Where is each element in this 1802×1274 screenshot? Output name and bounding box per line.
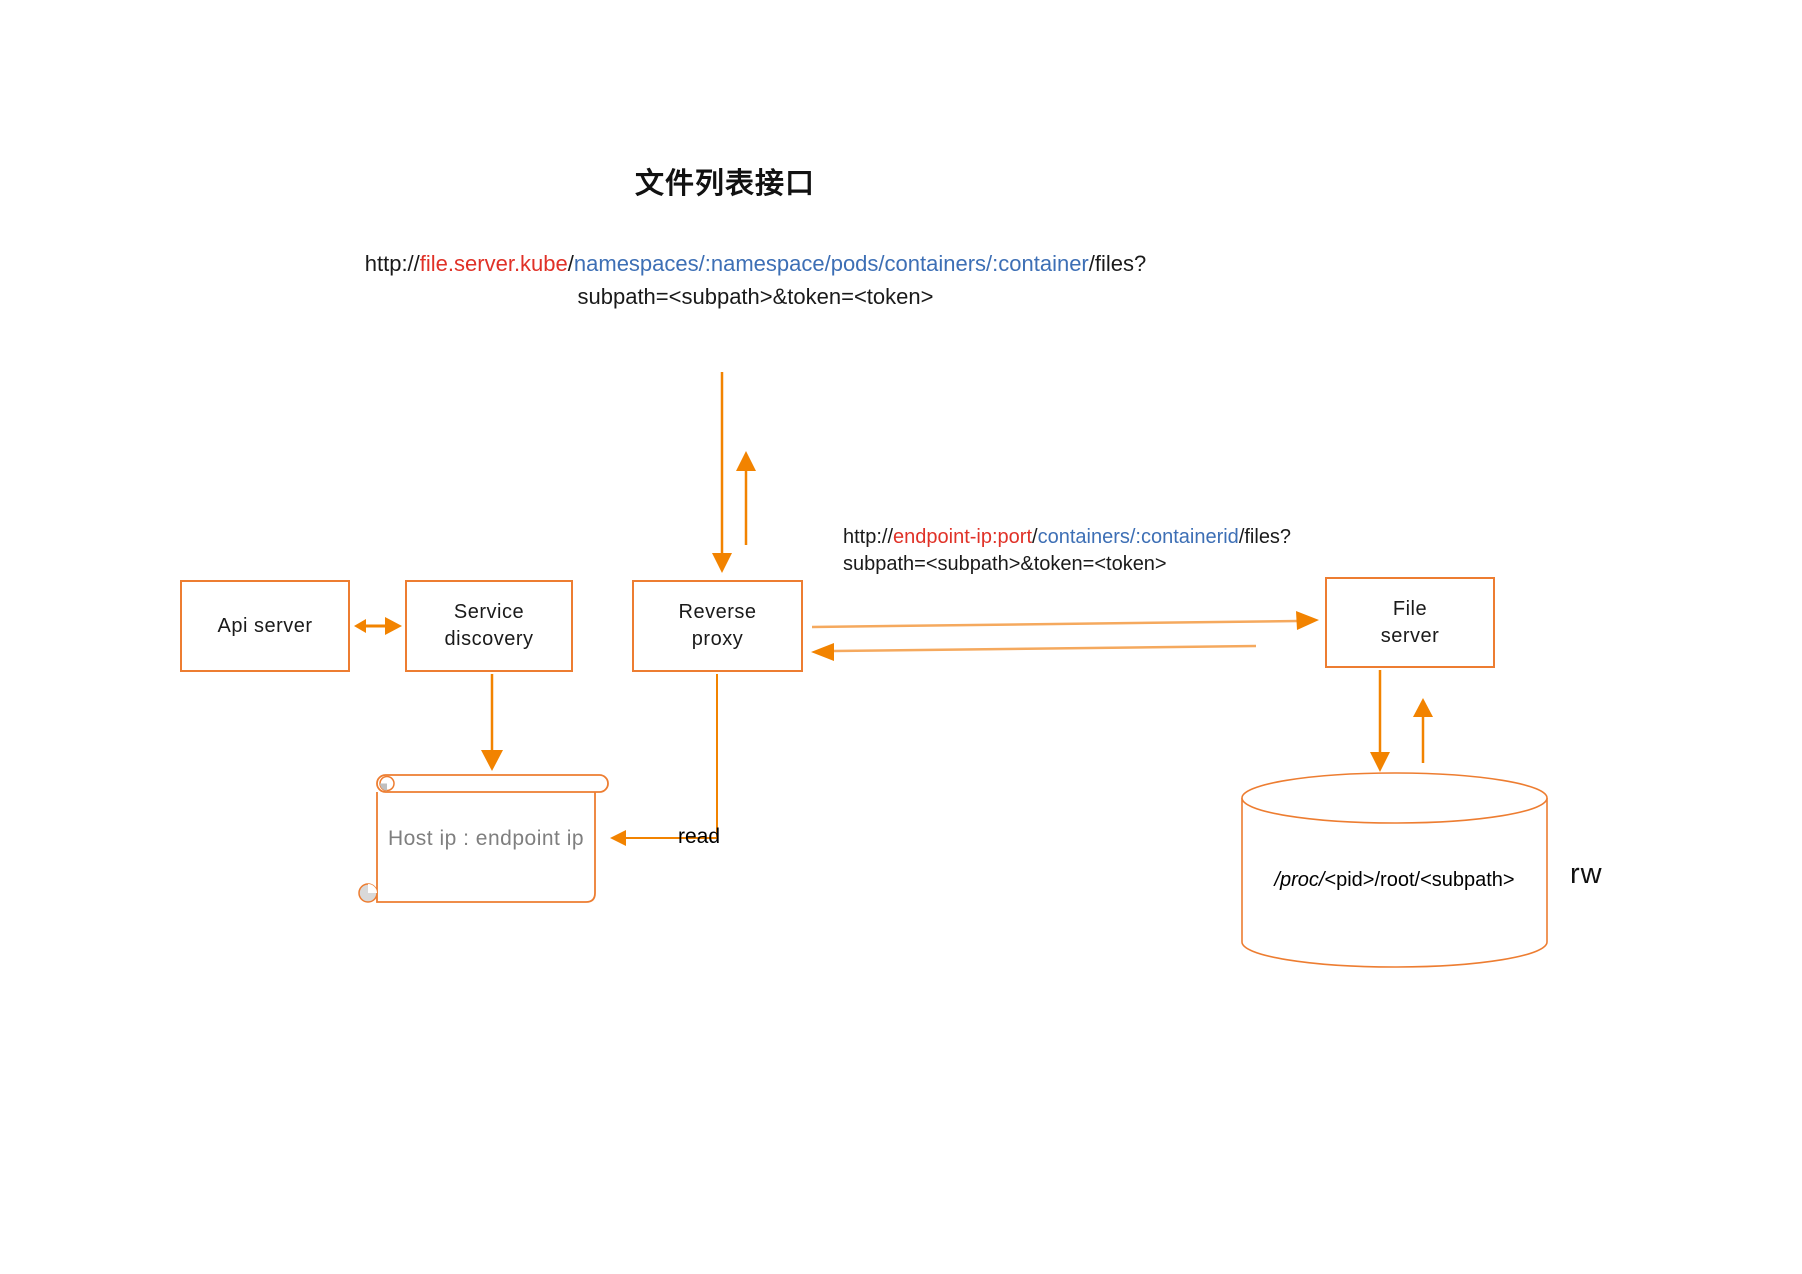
api-server-label: Api server — [217, 614, 313, 637]
arrow-proxy-read-head — [610, 830, 626, 846]
cylinder-body — [1241, 798, 1548, 968]
reverse-proxy-label-line1: Reverse — [678, 601, 757, 623]
reverse-proxy-label-line2: proxy — [691, 628, 744, 650]
url-endpoint: http://endpoint-ip:port/containers/:cont… — [843, 524, 1363, 578]
arrow-proxy-to-file — [811, 611, 1319, 630]
arrow-proxy-to-file-head — [1296, 611, 1319, 630]
url-segment: /files? — [1088, 251, 1147, 276]
arrow-proxy-up-head — [736, 451, 756, 471]
arrow-url-to-proxy — [712, 372, 732, 573]
scroll-top-curl-shade — [380, 783, 387, 791]
arrow-file-to-proxy-line — [833, 644, 1257, 653]
url-endpoint-line2: subpath=<subpath>&token=<token> — [843, 553, 1167, 575]
page-title: 文件列表接口 — [634, 168, 815, 200]
url-segment: http:// — [843, 526, 894, 548]
arrow-cylinder-up — [1413, 698, 1433, 763]
arrow-url-to-proxy-head — [712, 553, 732, 573]
url-segment: / — [567, 251, 574, 276]
file-server-label-line1: File — [1392, 597, 1428, 620]
url-segment: / — [1032, 526, 1038, 548]
url-segment-host: file.server.kube — [419, 251, 568, 276]
arrow-file-to-proxy — [811, 643, 1257, 661]
file-server-label-line2: server — [1380, 624, 1440, 647]
arrow-proxy-to-file-line — [811, 619, 1299, 629]
scroll-top-roll — [376, 774, 609, 793]
url-segment: http:// — [364, 251, 420, 276]
url-endpoint-line1: http://endpoint-ip:port/containers/:cont… — [843, 524, 1363, 551]
arrow-service-to-scroll — [481, 674, 503, 771]
read-label: read — [678, 825, 721, 848]
url-file-server: http://file.server.kube/namespaces/:name… — [333, 247, 1178, 313]
scroll-shape — [358, 774, 609, 903]
scroll-body — [376, 792, 596, 903]
service-discovery-node: Service discovery — [405, 580, 573, 672]
service-discovery-label-line2: discovery — [444, 628, 534, 650]
service-discovery-label-line1: Service — [453, 601, 525, 623]
arrow-proxy-read — [610, 674, 718, 846]
arrow-service-to-scroll-head — [481, 750, 503, 771]
cylinder-top — [1241, 772, 1548, 824]
host-endpoint-mapping-label: Host ip : endpoint ip — [387, 827, 585, 850]
file-server-node: File server — [1325, 577, 1495, 668]
arrow-file-to-cylinder — [1370, 670, 1390, 772]
url-file-server-line2: subpath=<subpath>&token=<token> — [577, 284, 934, 309]
arrow-cylinder-up-head — [1413, 698, 1433, 717]
url-segment-path: namespaces/:namespace/pods/containers/:c… — [573, 251, 1089, 276]
arrow-file-to-cylinder-head — [1370, 752, 1390, 772]
url-segment-path: containers/:containerid — [1037, 526, 1239, 548]
url-segment-host: endpoint-ip:port — [893, 526, 1033, 548]
arrow-proxy-up — [736, 451, 756, 545]
url-file-server-line1: http://file.server.kube/namespaces/:name… — [333, 247, 1178, 280]
arrow-api-service — [354, 617, 402, 635]
arrow-proxy-read-line — [625, 674, 718, 839]
proc-path-rest: <pid>/root/<subpath> — [1324, 869, 1515, 891]
proc-path-label: /proc/<pid>/root/<subpath> — [1242, 869, 1547, 892]
reverse-proxy-node: Reverse proxy — [632, 580, 803, 672]
api-server-node: Api server — [180, 580, 350, 672]
scroll-bottom-curl-shade — [368, 884, 377, 893]
arrow-api-service-head-left — [354, 619, 366, 633]
cylinder-shape — [1241, 772, 1548, 968]
arrow-file-to-proxy-head — [811, 643, 834, 661]
rw-label: rw — [1570, 858, 1603, 890]
url-segment: /files? — [1238, 526, 1292, 548]
proc-path-italic: /proc/ — [1274, 869, 1325, 891]
arrow-api-service-head-right — [385, 617, 402, 635]
